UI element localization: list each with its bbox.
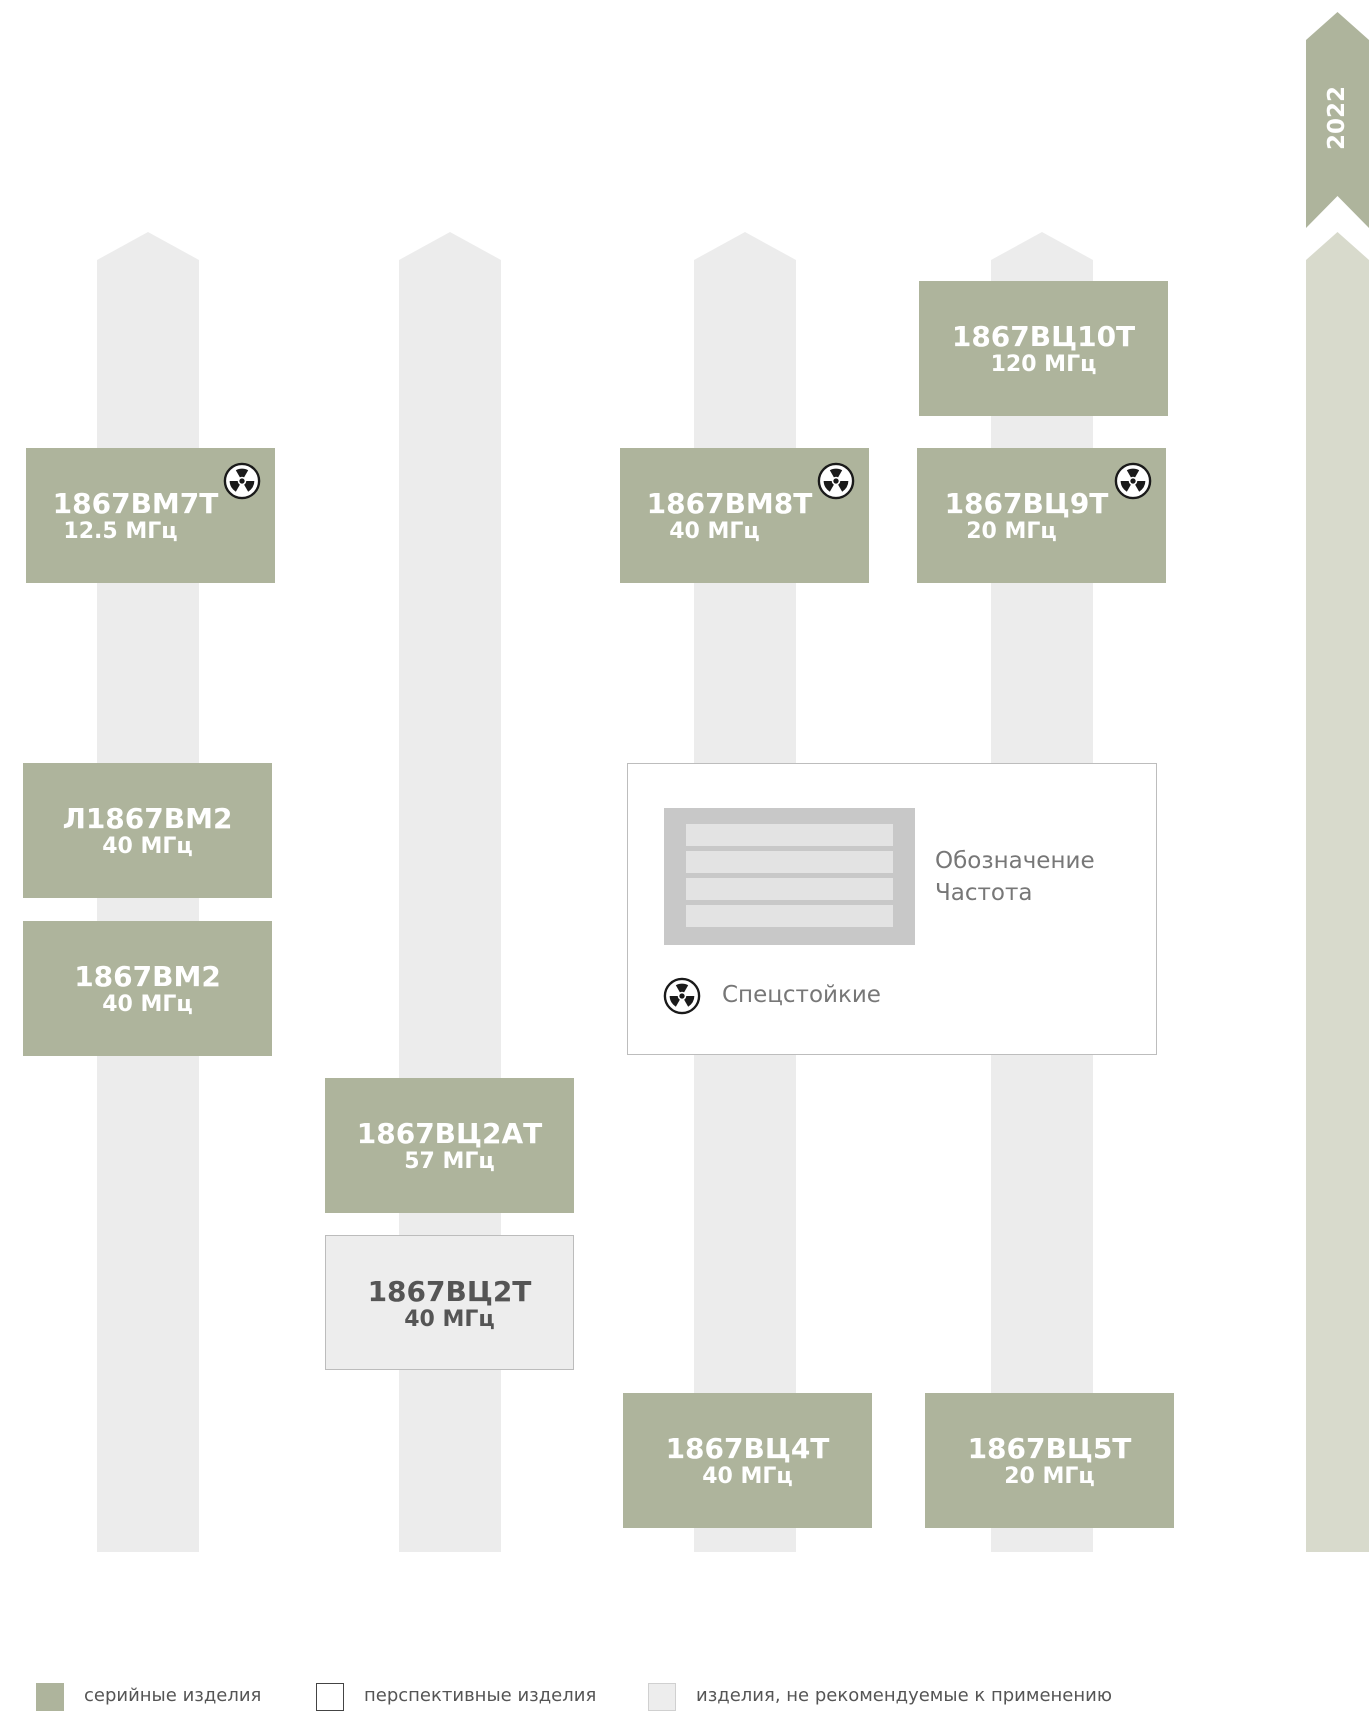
product-1867vc4t: 1867ВЦ4Т 40 МГц [623, 1393, 872, 1528]
product-name: 1867ВЦ10Т [951, 320, 1136, 353]
product-frequency: 20 МГц [966, 519, 1057, 544]
product-frequency: 40 МГц [404, 1307, 495, 1332]
year-tab [1306, 12, 1369, 228]
product-frequency: 40 МГц [102, 834, 193, 859]
product-name: 1867ВМ2 [74, 960, 221, 993]
product-name: 1867ВЦ2Т [367, 1275, 532, 1308]
product-name: 1867ВЦ5Т [967, 1432, 1132, 1465]
radiation-icon [663, 977, 701, 1015]
product-frequency: 57 МГц [404, 1149, 495, 1174]
product-1867vm8t: 1867ВМ8Т 40 МГц [620, 448, 869, 583]
product-1867vc2at: 1867ВЦ2АТ 57 МГц [325, 1078, 574, 1213]
product-1867vm2: 1867ВМ2 40 МГц [23, 921, 272, 1056]
key-frequency: Частота [935, 880, 1033, 906]
key-sample-line [686, 851, 893, 873]
legend-serial-label: серийные изделия [84, 1685, 262, 1706]
legend-not-recommended-swatch [648, 1683, 676, 1711]
radiation-icon [817, 462, 855, 500]
product-1867vc5t: 1867ВЦ5Т 20 МГц [925, 1393, 1174, 1528]
product-l1867vm2: Л1867ВМ2 40 МГц [23, 763, 272, 898]
product-frequency: 20 МГц [1004, 1464, 1095, 1489]
legend-serial-swatch [36, 1683, 64, 1711]
product-frequency: 12.5 МГц [63, 519, 178, 544]
key-sample-line [686, 905, 893, 927]
radiation-icon [1114, 462, 1152, 500]
product-name: 1867ВЦ4Т [665, 1432, 830, 1465]
radiation-icon [223, 462, 261, 500]
timeline-bar [1306, 232, 1369, 1552]
key-sample-line [686, 878, 893, 900]
product-name: 1867ВЦ2АТ [356, 1117, 543, 1150]
product-frequency: 40 МГц [702, 1464, 793, 1489]
legend-prospective-label: перспективные изделия [364, 1685, 597, 1706]
year-label-wrap: 2022 [1306, 12, 1369, 228]
product-1867vm7t: 1867ВМ7Т 12.5 МГц [26, 448, 275, 583]
product-1867vc9t: 1867ВЦ9Т 20 МГц [917, 448, 1166, 583]
key-radiation-hardened: Спецстойкие [722, 982, 881, 1008]
product-frequency: 40 МГц [102, 992, 193, 1017]
product-name: 1867ВМ8Т [646, 487, 813, 520]
product-name: 1867ВЦ9Т [944, 487, 1109, 520]
product-name: Л1867ВМ2 [62, 802, 233, 835]
year-label: 2022 [1324, 85, 1350, 151]
legend-prospective-swatch [316, 1683, 344, 1711]
product-1867vc2t: 1867ВЦ2Т 40 МГц [325, 1235, 574, 1370]
product-frequency: 120 МГц [990, 352, 1097, 377]
key-designation: Обозначение [935, 848, 1095, 874]
product-name: 1867ВМ7Т [52, 487, 219, 520]
legend-not-recommended-label: изделия, не рекомендуемые к применению [696, 1685, 1112, 1706]
product-1867vc10t: 1867ВЦ10Т 120 МГц [919, 281, 1168, 416]
product-frequency: 40 МГц [669, 519, 760, 544]
key-panel: Обозначение Частота Спецстойкие [627, 763, 1157, 1055]
key-sample-box [664, 808, 915, 945]
key-sample-line [686, 824, 893, 846]
